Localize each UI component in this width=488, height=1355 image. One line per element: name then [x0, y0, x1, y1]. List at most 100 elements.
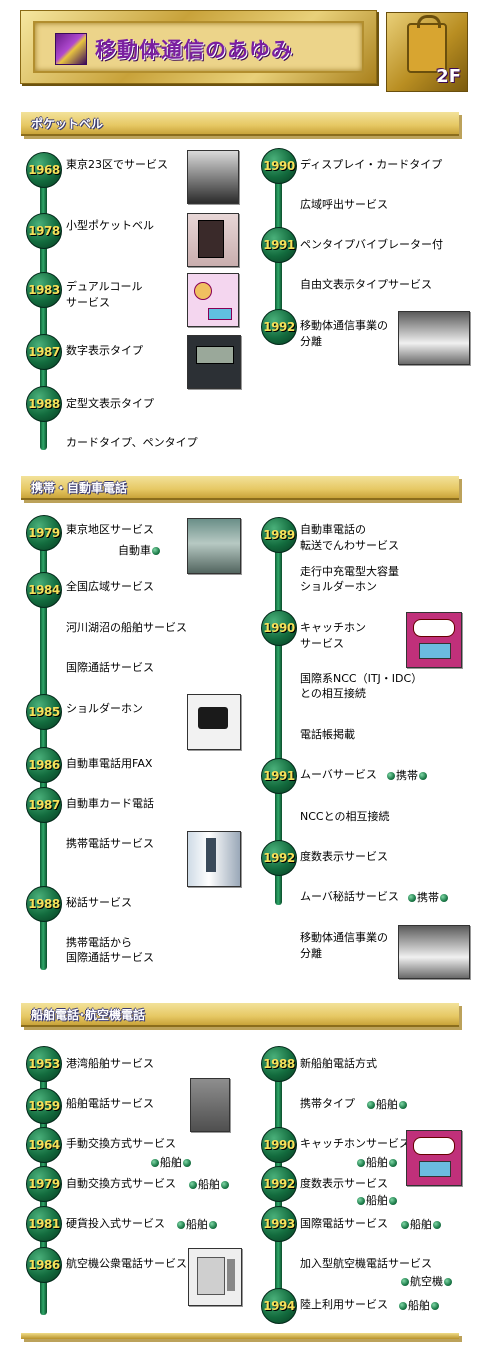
section-title: ポケットベル [31, 117, 104, 131]
event-text: カードタイプ、ペンタイプ [66, 436, 198, 449]
green-dot-icon [401, 1278, 409, 1286]
timeline-bar [275, 530, 282, 905]
year-badge: 1990 [261, 1127, 297, 1163]
green-dot-icon [209, 1221, 217, 1229]
tag-label: 船舶 [410, 1218, 432, 1231]
green-dot-icon [389, 1197, 397, 1205]
tag-label: 船舶 [366, 1156, 388, 1169]
event-text: ムーバ秘話サービス [300, 890, 399, 903]
event-text: 船舶電話サービス [66, 1097, 154, 1110]
year-badge: 1990 [261, 610, 297, 646]
year-badge: 1992 [261, 1166, 297, 1202]
event-text: デュアルコール [66, 280, 143, 293]
event-text: 秘話サービス [66, 896, 132, 909]
event-text: 走行中充電型大容量 [300, 565, 399, 578]
year-badge: 1984 [26, 572, 62, 608]
green-dot-icon [399, 1302, 407, 1310]
year-badge: 1991 [261, 227, 297, 263]
photo-service-launch [187, 150, 239, 204]
event-text: キャッチホン [300, 621, 366, 634]
year-badge: 1983 [26, 272, 62, 308]
year-badge: 1985 [26, 694, 62, 730]
tag-label: 船舶 [408, 1299, 430, 1312]
green-dot-icon [444, 1278, 452, 1286]
event-text: 広域呼出サービス [300, 198, 388, 211]
year-badge: 1994 [261, 1288, 297, 1324]
title-plate: 移動体通信のあゆみ [20, 10, 377, 84]
event-text: ショルダーホン [300, 580, 377, 593]
section-header-car: 携帯・自動車電話 [21, 476, 459, 500]
event-text: 小型ポケットベル [66, 219, 154, 232]
event-text: 自動車カード電話 [66, 797, 154, 810]
event-text: 移動体通信事業の [300, 931, 388, 944]
bottom-divider [21, 1333, 459, 1339]
tag-label: 携帯 [396, 769, 418, 782]
event-text: 定型文表示タイプ [66, 397, 154, 410]
event-text: 加入型航空機電話サービス [300, 1257, 432, 1270]
event-text: ショルダーホン [66, 702, 143, 715]
event-text: 港湾船舶サービス [66, 1057, 154, 1070]
event-text: 国際通話サービス [66, 951, 154, 964]
year-badge: 1993 [261, 1206, 297, 1242]
event-text: 携帯電話サービス [66, 837, 154, 850]
event-text: 携帯タイプ [300, 1097, 355, 1110]
event-text: 自由文表示タイプサービス [300, 278, 432, 291]
photo-air-phone [188, 1248, 242, 1306]
year-badge: 1992 [261, 309, 297, 345]
event-text: 自動車電話用FAX [66, 757, 153, 770]
category-tag: 携帯 [386, 767, 428, 783]
photo-dual-call [187, 273, 239, 327]
category-tag: 船舶 [356, 1154, 398, 1170]
year-badge: 1964 [26, 1127, 62, 1163]
year-badge: 1986 [26, 1247, 62, 1283]
event-text: 携帯電話から [66, 936, 132, 949]
event-text: ムーバサービス [300, 768, 377, 781]
category-tag: 船舶 [400, 1216, 442, 1232]
year-badge: 1990 [261, 148, 297, 184]
year-badge: 1989 [261, 517, 297, 553]
green-dot-icon [189, 1181, 197, 1189]
green-dot-icon [433, 1221, 441, 1229]
event-text: 河川湖沼の船舶サービス [66, 621, 187, 634]
page-title: 移動体通信のあゆみ [95, 38, 293, 62]
category-tag: 船舶 [366, 1096, 408, 1112]
section-title: 携帯・自動車電話 [31, 481, 128, 495]
event-text: 手動交換方式サービス [66, 1137, 176, 1150]
photo-digital-pager [187, 335, 241, 389]
event-text: 分離 [300, 947, 322, 960]
green-dot-icon [152, 547, 160, 555]
photo-mobile-phone [187, 831, 241, 887]
green-dot-icon [183, 1159, 191, 1167]
photo-business-separation [398, 925, 470, 979]
year-badge: 1987 [26, 787, 62, 823]
green-dot-icon [440, 894, 448, 902]
tag-label: 船舶 [376, 1098, 398, 1111]
category-tag: 航空機 [400, 1273, 453, 1289]
category-tag: 携帯 [407, 889, 449, 905]
event-text: 新船舶電話方式 [300, 1057, 377, 1070]
event-text: 電話帳掲載 [300, 728, 355, 741]
tag-label: 船舶 [198, 1178, 220, 1191]
year-badge: 1992 [261, 840, 297, 876]
phone-icon [407, 15, 447, 73]
section-header-pager: ポケットベル [21, 112, 459, 136]
green-dot-icon [357, 1159, 365, 1167]
section-title: 船舶電話･航空機電話 [31, 1008, 146, 1022]
event-text: NCCとの相互接続 [300, 810, 390, 823]
floor-2f-button[interactable]: 2F [386, 12, 468, 92]
green-dot-icon [408, 894, 416, 902]
year-badge: 1978 [26, 213, 62, 249]
green-dot-icon [401, 1221, 409, 1229]
green-dot-icon [431, 1302, 439, 1310]
photo-shoulder-phone [187, 694, 241, 750]
section-header-ship: 船舶電話･航空機電話 [21, 1003, 459, 1027]
event-text: 陸上利用サービス [300, 1298, 388, 1311]
tag-label: 船舶 [366, 1194, 388, 1207]
event-text: 国際電話サービス [300, 1217, 388, 1230]
title-inner-panel: 移動体通信のあゆみ [33, 21, 364, 73]
event-text: 国際通話サービス [66, 661, 154, 674]
green-dot-icon [399, 1101, 407, 1109]
event-text: 分離 [300, 335, 322, 348]
year-badge: 1987 [26, 334, 62, 370]
green-dot-icon [419, 772, 427, 780]
